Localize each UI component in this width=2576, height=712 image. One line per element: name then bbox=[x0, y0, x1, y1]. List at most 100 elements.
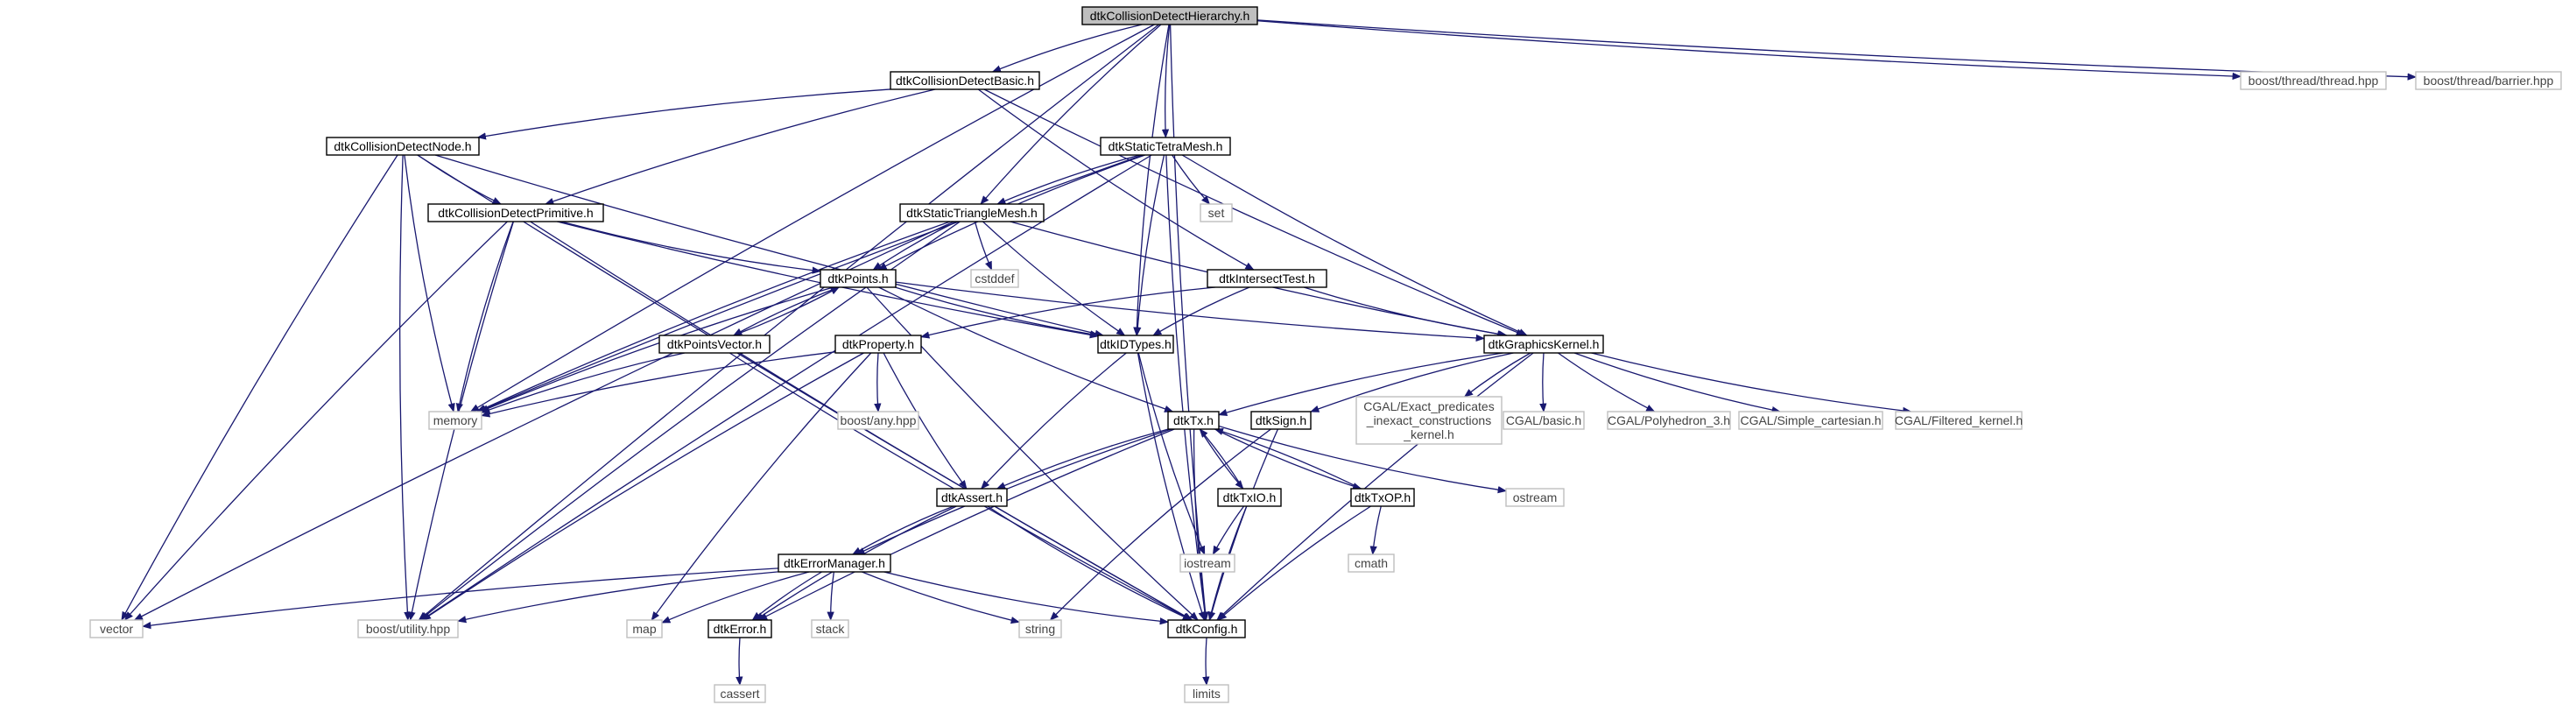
node-label-sign: dtkSign.h bbox=[1256, 413, 1306, 427]
node-label-cdbasic: dtkCollisionDetectBasic.h bbox=[896, 74, 1034, 88]
node-box-tx bbox=[1167, 411, 1220, 430]
node-cdnode[interactable]: dtkCollisionDetectNode.h bbox=[326, 137, 480, 156]
edge-ptsvec-to-memory bbox=[481, 352, 686, 413]
node-label-cgalpoly: CGAL/Polyhedron_3.h bbox=[1608, 413, 1730, 427]
edge-cdnode-to-config bbox=[417, 154, 1193, 621]
node-label-map: map bbox=[632, 622, 656, 636]
node-label-cgalfilt: CGAL/Filtered_kernel.h bbox=[1895, 413, 2023, 427]
edge-trimesh-to-memory bbox=[475, 221, 951, 412]
node-bbarrier: boost/thread/barrier.hpp bbox=[2415, 71, 2562, 90]
node-cgalfilt: CGAL/Filtered_kernel.h bbox=[1895, 411, 2023, 430]
node-box-txop bbox=[1350, 488, 1415, 507]
node-cgalpoly: CGAL/Polyhedron_3.h bbox=[1607, 411, 1731, 430]
node-box-map bbox=[626, 619, 663, 638]
node-label-cgalsimple: CGAL/Simple_cartesian.h bbox=[1740, 413, 1881, 427]
node-points[interactable]: dtkPoints.h bbox=[820, 269, 897, 288]
nodes-layer: dtkCollisionDetectHierarchy.h dtkCollisio… bbox=[89, 6, 2562, 703]
node-box-tetra bbox=[1100, 137, 1231, 156]
edge-trimesh-to-points bbox=[872, 221, 957, 271]
node-label-ptsvec: dtkPointsVector.h bbox=[667, 337, 762, 351]
edge-tetra-to-trimesh bbox=[996, 154, 1141, 205]
node-label-cgalexact: CGAL/Exact_predicates bbox=[1363, 399, 1494, 413]
edge-idtypes-to-assert bbox=[980, 352, 1127, 490]
node-label-cassert: cassert bbox=[720, 687, 759, 701]
node-box-sign bbox=[1250, 411, 1312, 430]
edge-points-to-idtypes bbox=[895, 286, 1100, 338]
node-txio[interactable]: dtkTxIO.h bbox=[1217, 488, 1282, 507]
node-label-root: dtkCollisionDetectHierarchy.h bbox=[1090, 9, 1250, 23]
edge-idtypes-to-config bbox=[1137, 352, 1206, 621]
node-tx[interactable]: dtkTx.h bbox=[1167, 411, 1220, 430]
node-cdbasic[interactable]: dtkCollisionDetectBasic.h bbox=[890, 71, 1040, 90]
node-box-cdbasic bbox=[890, 71, 1040, 90]
node-label-trimesh: dtkStaticTriangleMesh.h bbox=[906, 206, 1038, 220]
node-box-ptsvec bbox=[658, 335, 771, 354]
edge-root-to-tetra bbox=[1161, 24, 1171, 139]
edge-tx-to-txop bbox=[1214, 428, 1362, 490]
node-error[interactable]: dtkError.h bbox=[707, 619, 772, 638]
node-label-idtypes: dtkIDTypes.h bbox=[1100, 337, 1172, 351]
node-label-txop: dtkTxOP.h bbox=[1355, 490, 1411, 504]
node-sign[interactable]: dtkSign.h bbox=[1250, 411, 1312, 430]
node-box-root bbox=[1081, 6, 1258, 25]
edge-txop-to-cmath bbox=[1369, 505, 1382, 556]
edge-errmgr-to-butility bbox=[456, 571, 779, 624]
node-label-cdprim: dtkCollisionDetectPrimitive.h bbox=[438, 206, 593, 220]
edge-errmgr-to-string bbox=[862, 571, 1021, 624]
edge-tx-to-config bbox=[1193, 428, 1209, 622]
edge-cdbasic-to-cdprim bbox=[544, 88, 936, 205]
edge-trimesh-to-cstddef bbox=[974, 221, 993, 271]
edge-txio-to-iostream bbox=[1212, 505, 1245, 555]
node-label-stack: stack bbox=[816, 622, 846, 636]
node-box-gkernel bbox=[1483, 335, 1604, 354]
edge-tx-to-error bbox=[757, 428, 1175, 621]
edges-layer bbox=[121, 19, 2418, 687]
node-box-butility bbox=[357, 619, 459, 638]
node-box-trimesh bbox=[899, 203, 1045, 222]
node-trimesh[interactable]: dtkStaticTriangleMesh.h bbox=[899, 203, 1045, 222]
edge-property-to-assert bbox=[883, 352, 968, 490]
node-cgalsimple: CGAL/Simple_cartesian.h bbox=[1738, 411, 1883, 430]
node-property[interactable]: dtkProperty.h bbox=[834, 335, 922, 354]
edge-tx-to-ostream bbox=[1218, 425, 1508, 494]
edge-tetra-to-set bbox=[1172, 154, 1211, 205]
node-box-set bbox=[1200, 203, 1233, 222]
edge-gkernel-to-cgalexact bbox=[1463, 352, 1531, 398]
node-label-bthread: boost/thread/thread.hpp bbox=[2249, 74, 2379, 88]
edge-cdbasic-to-intersect bbox=[977, 88, 1255, 271]
node-config[interactable]: dtkConfig.h bbox=[1167, 619, 1246, 638]
node-cdprim[interactable]: dtkCollisionDetectPrimitive.h bbox=[427, 203, 604, 222]
node-label-cdnode: dtkCollisionDetectNode.h bbox=[334, 139, 471, 153]
node-label-tetra: dtkStaticTetraMesh.h bbox=[1109, 139, 1223, 153]
node-errmgr[interactable]: dtkErrorManager.h bbox=[778, 553, 891, 573]
node-ptsvec[interactable]: dtkPointsVector.h bbox=[658, 335, 771, 354]
node-iostream: iostream bbox=[1179, 553, 1235, 573]
edge-idtypes-to-iostream bbox=[1137, 352, 1206, 555]
edge-tetra-to-memory bbox=[476, 154, 1144, 412]
edge-points-to-ptsvec bbox=[732, 286, 840, 336]
node-box-stack bbox=[811, 619, 849, 638]
node-txop[interactable]: dtkTxOP.h bbox=[1350, 488, 1415, 507]
edge-points-to-memory bbox=[479, 286, 834, 412]
node-label-assert: dtkAssert.h bbox=[941, 490, 1003, 504]
node-idtypes[interactable]: dtkIDTypes.h bbox=[1097, 335, 1174, 354]
edge-root-to-bbarrier bbox=[1256, 19, 2418, 81]
node-intersect[interactable]: dtkIntersectTest.h bbox=[1207, 269, 1327, 288]
edge-root-to-butility bbox=[418, 24, 1159, 621]
node-label-vector: vector bbox=[100, 622, 133, 636]
node-label-cmath: cmath bbox=[1355, 556, 1388, 570]
node-tetra[interactable]: dtkStaticTetraMesh.h bbox=[1100, 137, 1231, 156]
node-assert[interactable]: dtkAssert.h bbox=[936, 488, 1008, 507]
edge-tetra-to-gkernel bbox=[1181, 154, 1528, 336]
node-gkernel[interactable]: dtkGraphicsKernel.h bbox=[1483, 335, 1604, 354]
node-label-iostream: iostream bbox=[1184, 556, 1231, 570]
edge-trimesh-to-idtypes bbox=[982, 221, 1126, 336]
edge-config-to-limits bbox=[1202, 637, 1210, 687]
node-label-butility: boost/utility.hpp bbox=[366, 622, 450, 636]
node-box-memory bbox=[428, 411, 482, 430]
node-box-cdprim bbox=[427, 203, 604, 222]
edge-gkernel-to-tx bbox=[1218, 352, 1504, 417]
node-root[interactable]: dtkCollisionDetectHierarchy.h bbox=[1081, 6, 1258, 25]
node-label-bany: boost/any.hpp bbox=[841, 413, 917, 427]
node-box-points bbox=[820, 269, 897, 288]
